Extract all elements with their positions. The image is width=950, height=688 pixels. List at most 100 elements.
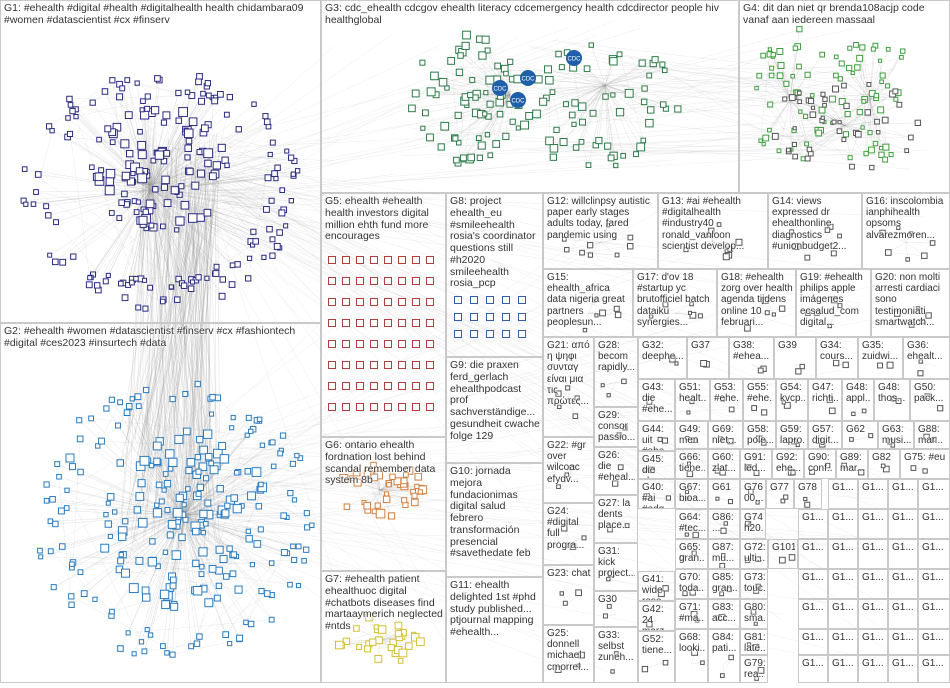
group-panel-small: G1... (858, 569, 888, 599)
group-label: G72: ulti... (744, 542, 765, 564)
group-label: G1... (892, 632, 915, 643)
group-panel-g78: G78 (794, 479, 822, 509)
group-label: G36: ehealt... (907, 340, 947, 362)
group-label: G1... (922, 602, 947, 613)
group-panel-g101: G101 (768, 539, 798, 569)
group-label: G37 (691, 340, 726, 351)
group-label: G54: kvcp... (780, 382, 805, 404)
group-panel-g41: G41: wide rese... (638, 571, 675, 601)
group-panel-g14: G14: views expressed dr ehealthonline di… (768, 193, 862, 269)
group-panel-g88: G88: mar... (914, 421, 950, 449)
group-label: G64: #tec... (679, 512, 705, 534)
group-panel-g17: G17: d'ov 18 #startup yc brutofficiel ba… (633, 269, 717, 337)
group-panel-g48a: G48: appl... (842, 379, 874, 421)
group-panel-g18: G18: #ehealth zorg over health agenda ti… (717, 269, 796, 337)
group-panel-g31: G31: kick project... (594, 543, 638, 591)
group-panel-small: G1... (828, 539, 858, 569)
group-panel-small: G1... (858, 539, 888, 569)
group-label: G3: cdc_ehealth cdcgov ehealth literacy … (325, 3, 736, 27)
group-label: G78 (798, 482, 819, 493)
group-label: G34: cours... (820, 340, 855, 362)
group-panel-g47: G47: richti... (808, 379, 842, 421)
group-label: G28: becom rapidly... (598, 340, 635, 374)
group-label: G85: gran... (712, 572, 737, 594)
group-panel-g30: G30 (594, 591, 638, 627)
group-label: G1... (892, 658, 915, 669)
group-label: G23: chat (547, 568, 591, 579)
group-panel-g68: G68: looki... (675, 629, 708, 683)
group-label: G71: #ma... (679, 602, 705, 624)
group-label: G59: lapro... (780, 424, 805, 446)
group-panel-small: G1... (828, 599, 858, 629)
group-panel-g40: G40: #ai #edg... (638, 479, 675, 509)
group-label: G43: die #ehe... (642, 382, 672, 416)
group-label: G1... (832, 632, 855, 643)
group-panel-g32: G32: deephe... (638, 337, 687, 379)
group-panel-g53: G53: #ehe... (710, 379, 743, 421)
group-label: G81: late... (744, 632, 765, 654)
group-panel-g87: G87: mu... (708, 539, 740, 569)
group-panel-g59: G59: lapro... (776, 421, 808, 449)
group-panel-small: G1... (858, 479, 888, 509)
group-label: G7: #ehealth patient ehealthuoc digital … (325, 574, 443, 633)
group-label: G9: die praxen ferd_gerlach ehealthpodca… (450, 360, 540, 442)
group-panel-g62: G62 (842, 421, 878, 449)
group-label: G19: #ehealth philips apple imágenes ecs… (800, 272, 868, 328)
group-label: G1... (892, 602, 915, 613)
group-label: G55: #ehe... (747, 382, 773, 404)
group-label: G24: #digital full progra... (547, 506, 591, 551)
group-label: G57: digit... (812, 424, 839, 446)
group-panel-small: G1... (918, 599, 950, 629)
group-panel-g77: G77 (766, 479, 794, 509)
group-label: G1... (802, 632, 825, 643)
group-label: G39 (778, 340, 813, 351)
group-panel-g70: G70: toda... (675, 569, 708, 599)
group-label: G1... (862, 632, 885, 643)
group-panel-g39: G39 (774, 337, 816, 379)
group-panel-small: G1... (798, 509, 828, 539)
group-panel-small: G1... (858, 599, 888, 629)
group-label: G1... (862, 572, 885, 583)
group-panel-small: G1... (918, 629, 950, 655)
group-label: G48: thos... (878, 382, 907, 404)
group-panel-g27: G27: la dents place... (594, 495, 638, 543)
group-label: G1... (862, 512, 885, 523)
group-panel-small: G1... (918, 655, 950, 683)
group-label: G12: willclinpsy autistic paper early st… (547, 196, 655, 241)
group-panel-small: G1... (798, 655, 828, 683)
group-label: G1... (832, 542, 855, 553)
group-label: G82 (872, 452, 897, 463)
group-label: G1... (832, 572, 855, 583)
group-panel-small: G1... (888, 509, 918, 539)
group-label: G5: ehealth #ehealth health investors di… (325, 196, 443, 243)
group-panel-small: G1... (798, 539, 828, 569)
group-panel-g13: G13: #ai #ehealth #digitalhealth #indust… (658, 193, 768, 269)
group-panel-g38: G38: #ehea... (729, 337, 774, 379)
group-label: G1... (802, 658, 825, 669)
group-label: G1... (862, 542, 885, 553)
group-label: G31: kick project... (598, 546, 635, 580)
group-panel-g44: G44: uit #ehe... (638, 421, 675, 451)
group-label: G63: musi... (882, 424, 911, 446)
group-label: G67: bioa... (679, 482, 705, 504)
group-panel-g51: G51: healt... (675, 379, 710, 421)
group-panel-g81: G81: late... (740, 629, 768, 655)
group-panel-g43: G43: die #ehe... (638, 379, 675, 421)
group-label: G48: appl... (846, 382, 871, 404)
group-panel-g20: G20: non molti arresti cardiaci sono tes… (871, 269, 950, 337)
group-panel-g82: G82 (868, 449, 900, 479)
group-panel-g54: G54: kvcp... (776, 379, 808, 421)
group-label: G1... (892, 542, 915, 553)
group-label: G1... (862, 602, 885, 613)
group-panel-g2: G2: #ehealth #women #datascientist #fins… (0, 323, 321, 683)
group-label: G6: ontario ehealth fordnation lost behi… (325, 440, 443, 487)
group-panel-g28: G28: becom rapidly... (594, 337, 638, 407)
group-panel-small: G1... (798, 629, 828, 655)
group-label: G90: conf... (808, 452, 833, 474)
group-panel-g26: G26: die #eheal... (594, 447, 638, 495)
group-panel-g57: G57: digit... (808, 421, 842, 449)
group-label: G61 (712, 482, 737, 493)
group-label: G1... (892, 512, 915, 523)
group-panel-g7: G7: #ehealth patient ehealthuoc digital … (321, 571, 446, 683)
group-panel-g12: G12: willclinpsy autistic paper early st… (543, 193, 658, 269)
